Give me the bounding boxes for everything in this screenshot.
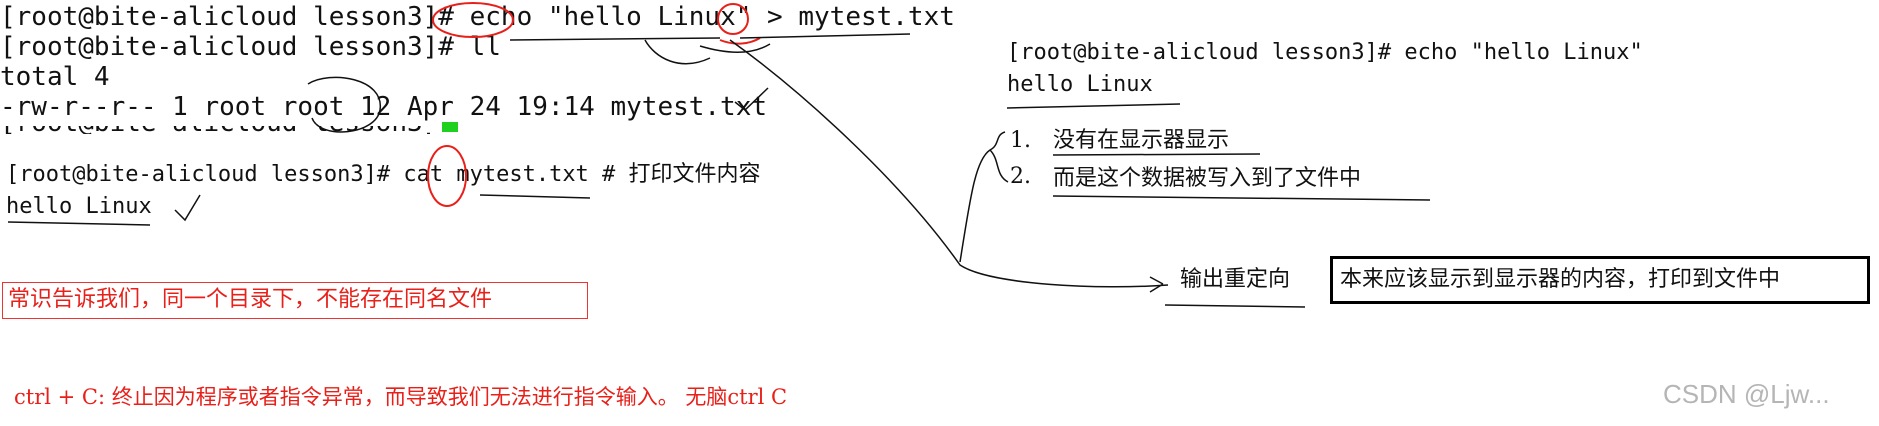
echo-example-output: hello Linux [1007,72,1153,97]
underline-cat-cmd [479,194,591,199]
circle-echo [432,2,514,38]
ctrl-c-note: ctrl + C: 终止因为程序或者指令异常，而导致我们无法进行指令输入。 无脑… [14,385,788,409]
cat-command: cat [403,162,444,187]
csdn-watermark: CSDN @Ljw... [1663,379,1830,409]
output-redirect-label: 输出重定向 [1180,267,1291,292]
common-sense-box [2,282,588,319]
terminal-cursor [442,122,458,132]
underline-note-2 [1052,195,1431,201]
terminal-line-cut-prompt: [root@bite-alicloud lesson3]# [0,126,430,134]
redirect-definition-text: 本来应该显示到显示器的内容，打印到文件中 [1340,267,1781,292]
note-item-1-number: 1. [1010,128,1031,153]
terminal-line-total: total 4 [0,62,110,92]
curve-echo-2 [699,43,771,53]
cat-prompt: [root@bite-alicloud lesson3]# [6,162,404,187]
notes-bracket [959,131,1009,263]
note-item-2-number: 2. [1010,164,1031,189]
underline-file [739,33,911,39]
common-sense-text: 常识告诉我们，同一个目录下，不能存在同名文件 [8,287,493,312]
arrow-notes [1149,276,1164,293]
note-item-1: 没有在显示器显示 [1053,128,1230,153]
underline-echo-example [1006,103,1181,109]
cat-output: hello Linux [6,194,152,219]
curve-echo-1 [644,39,711,65]
circle-redirect [717,3,749,35]
underline-redirect-label [1164,304,1306,308]
underline-redirect [719,37,761,45]
circle-size-12 [307,76,381,133]
terminal-line-echo: [root@bite-alicloud lesson3]# echo "hell… [0,2,955,32]
underline-cat-output [7,221,151,226]
underline-note-1 [1052,153,1261,156]
cat-command-line: [root@bite-alicloud lesson3]# cat mytest… [6,162,761,188]
echo-example-command: [root@bite-alicloud lesson3]# echo "hell… [1007,40,1643,65]
echo-argument: "hello Linux" [532,2,768,32]
circle-cat [427,145,467,207]
connector-curve [729,39,1169,288]
cat-arguments: mytest.txt # 打印文件内容 [443,162,761,187]
terminal-line-ll: [root@bite-alicloud lesson3]# ll [0,32,501,62]
terminal-line-file-listing: -rw-r--r-- 1 root root 12 Apr 24 19:14 m… [0,92,768,122]
target-file: mytest.txt [782,2,955,32]
check-file [734,87,769,111]
redirect-definition-box [1330,256,1870,304]
note-item-2: 而是这个数据被写入到了文件中 [1053,166,1362,191]
check-cat-output [174,194,201,222]
terminal-prompt: [root@bite-alicloud lesson3]# [0,2,470,32]
redirect-operator: > [767,2,783,32]
underline-echo-line [509,37,721,41]
